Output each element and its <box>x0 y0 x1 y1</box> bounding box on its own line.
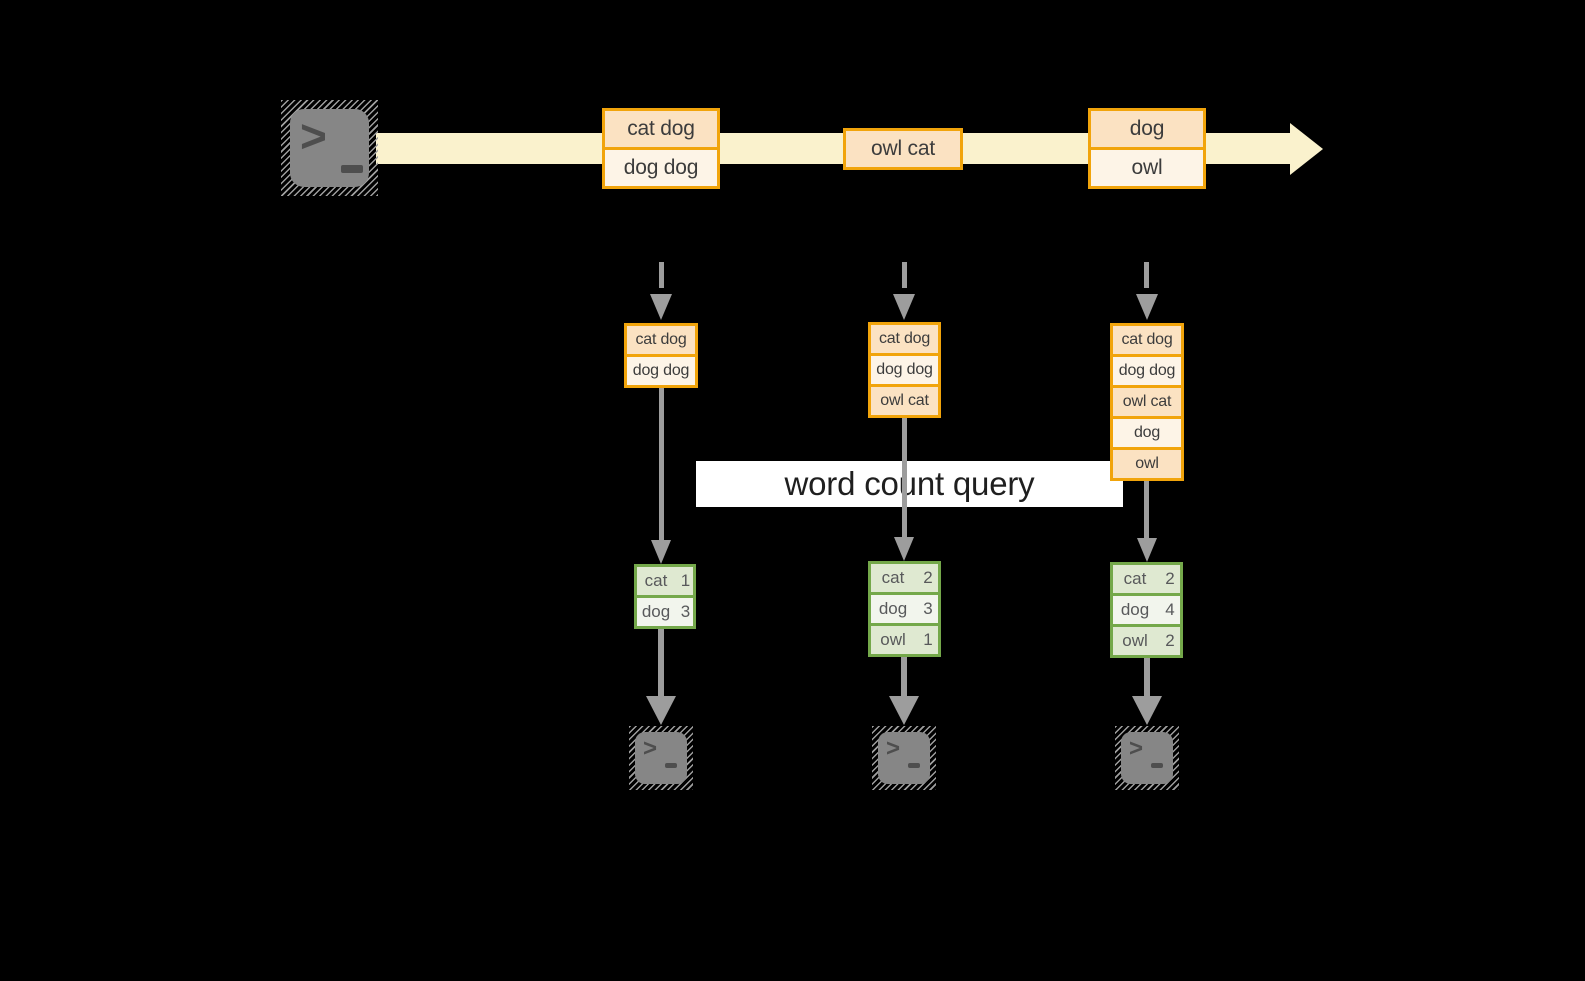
count-cell: 2 <box>1160 565 1180 593</box>
word-cell: cat <box>871 564 915 592</box>
count-row: dog 3 <box>637 598 693 626</box>
count-table-3: cat 2 dog 4 owl 2 <box>1110 562 1183 658</box>
event-cell: cat dog <box>605 111 717 147</box>
terminal-prompt-icon: > <box>886 735 901 762</box>
event-cell: owl <box>1091 150 1203 186</box>
event-cell: dog dog <box>605 150 717 186</box>
count-cell: 1 <box>678 567 693 595</box>
dashed-arrow-stem <box>1144 262 1149 288</box>
word-cell: owl <box>1113 627 1157 655</box>
word-cell: dog <box>871 595 915 623</box>
state-cell: cat dog <box>1113 326 1181 354</box>
state-cell: owl <box>1113 450 1181 478</box>
count-cell: 1 <box>918 626 938 654</box>
stream-event-box-2: owl cat <box>843 128 963 170</box>
flow-arrow-stem <box>1144 481 1149 538</box>
terminal-cursor-icon <box>908 763 920 768</box>
state-cell: dog <box>1113 419 1181 447</box>
state-stack-3: cat dog dog dog owl cat dog owl <box>1110 323 1184 481</box>
count-cell: 2 <box>1160 627 1180 655</box>
state-cell: dog dog <box>627 357 695 385</box>
count-cell: 4 <box>1160 596 1180 624</box>
count-cell: 2 <box>918 564 938 592</box>
sink-terminal-icon: > <box>1115 726 1179 790</box>
terminal-prompt-icon: > <box>643 735 658 762</box>
terminal-screen: > <box>635 732 687 784</box>
state-cell: owl cat <box>871 387 938 415</box>
output-arrow-stem <box>1144 658 1150 697</box>
output-arrow-head-icon <box>889 696 919 725</box>
event-cell: dog <box>1091 111 1203 147</box>
state-cell: cat dog <box>627 326 695 354</box>
terminal-screen: > <box>878 732 930 784</box>
stream-event-box-3: dog owl <box>1088 108 1206 189</box>
word-cell: cat <box>637 567 675 595</box>
dashed-arrow-head-icon <box>650 294 672 320</box>
count-row: owl 2 <box>1113 627 1180 655</box>
sink-terminal-icon: > <box>872 726 936 790</box>
flow-arrow-stem <box>659 388 664 540</box>
state-stack-2: cat dog dog dog owl cat <box>868 322 941 418</box>
flow-arrow-head-icon <box>651 540 671 564</box>
count-cell: 3 <box>678 598 693 626</box>
terminal-cursor-icon <box>665 763 677 768</box>
terminal-prompt-icon: > <box>300 110 327 162</box>
stream-arrow-head-icon <box>1290 123 1323 175</box>
state-cell: owl cat <box>1113 388 1181 416</box>
state-cell: cat dog <box>871 325 938 353</box>
word-cell: owl <box>871 626 915 654</box>
terminal-screen: > <box>1121 732 1173 784</box>
flow-arrow-head-icon <box>1137 538 1157 562</box>
count-row: dog 3 <box>871 595 938 623</box>
terminal-prompt-icon: > <box>1129 735 1144 762</box>
count-row: cat 2 <box>1113 565 1180 593</box>
query-label-box: word count query <box>696 461 1123 507</box>
dashed-arrow-head-icon <box>1136 294 1158 320</box>
terminal-screen: > <box>290 109 369 187</box>
source-terminal-icon: > <box>281 100 378 196</box>
count-row: dog 4 <box>1113 596 1180 624</box>
event-cell: owl cat <box>846 131 960 167</box>
output-arrow-head-icon <box>1132 696 1162 725</box>
output-arrow-head-icon <box>646 696 676 725</box>
count-row: owl 1 <box>871 626 938 654</box>
terminal-cursor-icon <box>341 165 363 173</box>
state-cell: dog dog <box>1113 357 1181 385</box>
stream-event-box-1: cat dog dog dog <box>602 108 720 189</box>
sink-terminal-icon: > <box>629 726 693 790</box>
word-cell: dog <box>1113 596 1157 624</box>
count-cell: 3 <box>918 595 938 623</box>
count-table-2: cat 2 dog 3 owl 1 <box>868 561 941 657</box>
state-stack-1: cat dog dog dog <box>624 323 698 388</box>
dashed-arrow-stem <box>659 262 664 288</box>
count-table-1: cat 1 dog 3 <box>634 564 696 629</box>
output-arrow-stem <box>658 629 664 697</box>
word-cell: dog <box>637 598 675 626</box>
query-label: word count query <box>784 465 1035 502</box>
flow-arrow-stem <box>902 418 907 537</box>
word-cell: cat <box>1113 565 1157 593</box>
terminal-cursor-icon <box>1151 763 1163 768</box>
dashed-arrow-stem <box>902 262 907 288</box>
dashed-arrow-head-icon <box>893 294 915 320</box>
flow-arrow-head-icon <box>894 537 914 561</box>
count-row: cat 2 <box>871 564 938 592</box>
output-arrow-stem <box>901 657 907 697</box>
count-row: cat 1 <box>637 567 693 595</box>
state-cell: dog dog <box>871 356 938 384</box>
